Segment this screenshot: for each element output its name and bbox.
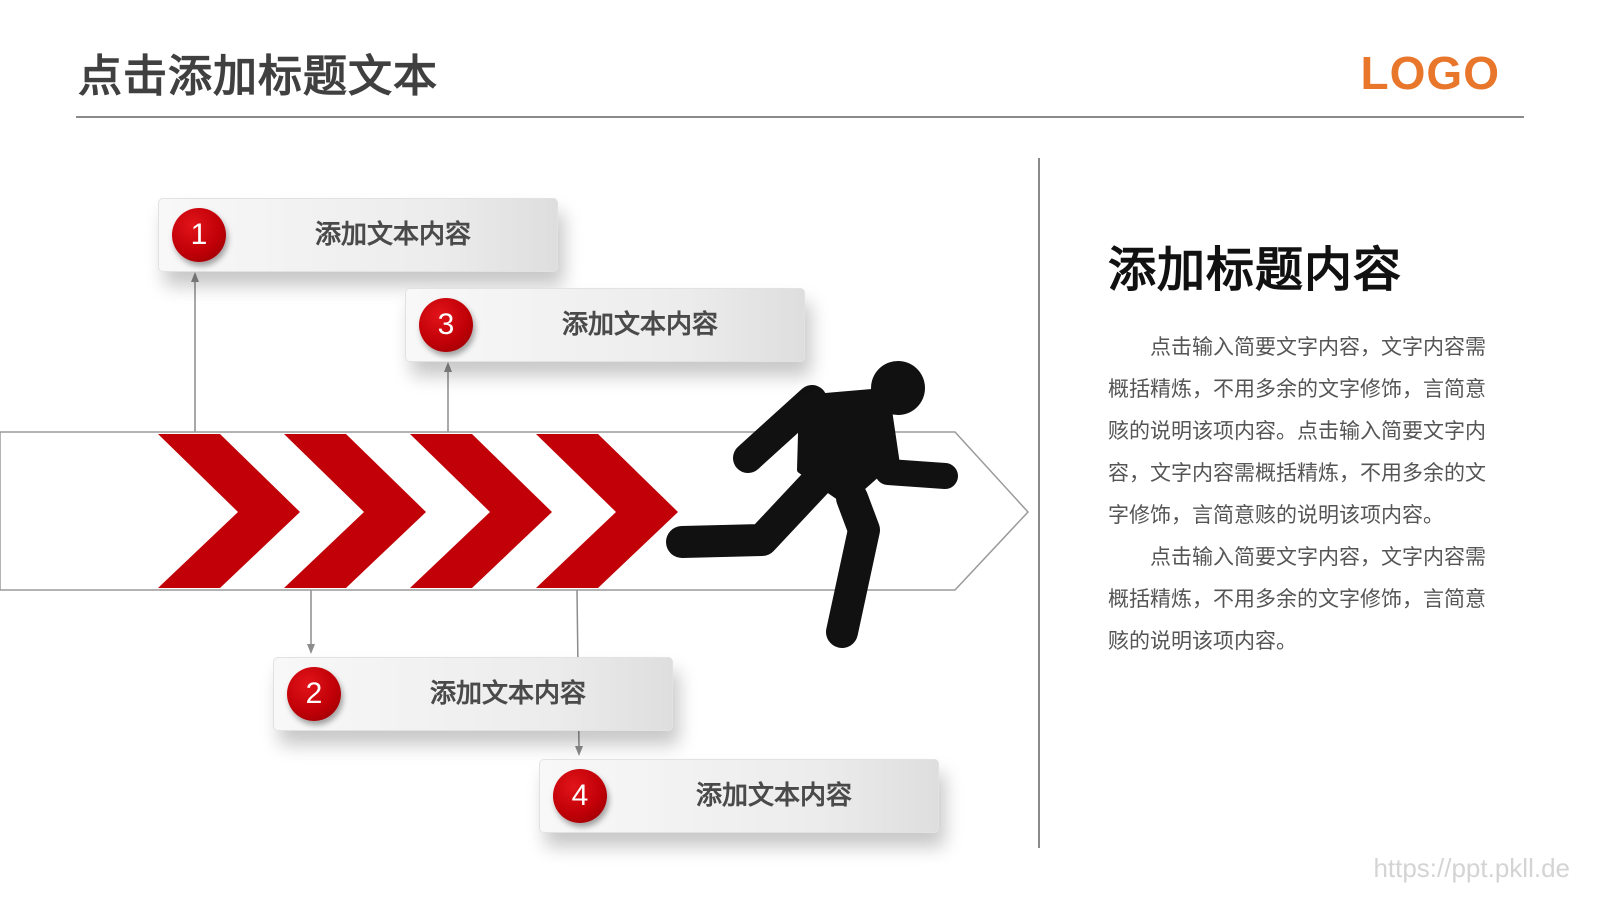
vertical-divider (1038, 158, 1040, 848)
step-label: 添加文本内容 (695, 781, 852, 811)
running-man-rear-arm (733, 385, 827, 473)
running-man-icon (666, 361, 958, 648)
step-number-badge: 2 (287, 667, 341, 721)
chevron-1 (158, 434, 300, 588)
step-card-3: 3 添加文本内容 (405, 288, 805, 362)
chevrons (158, 434, 678, 588)
step-number-badge: 4 (553, 769, 607, 823)
step-label: 添加文本内容 (561, 310, 718, 340)
connector-1-arrowhead (191, 272, 199, 282)
connector-2-arrowhead (307, 644, 315, 654)
step-number-badge: 1 (172, 208, 226, 262)
connector-3-arrowhead (444, 362, 452, 372)
chevron-2 (284, 434, 426, 588)
running-man-rear-leg (666, 460, 838, 558)
side-paragraph-2: 点击输入简要文字内容，文字内容需概括精炼，不用多余的文字修饰，言简意赅的说明该项… (1108, 545, 1486, 653)
side-description: 点击输入简要文字内容，文字内容需概括精炼，不用多余的文字修饰，言简意赅的说明该项… (1108, 326, 1498, 662)
side-paragraph-1: 点击输入简要文字内容，文字内容需概括精炼，不用多余的文字修饰，言简意赅的说明该项… (1108, 335, 1486, 527)
step-number-badge: 3 (419, 298, 473, 352)
step-label: 添加文本内容 (314, 220, 471, 250)
step-card-1: 1 添加文本内容 (158, 198, 558, 272)
progress-diagram (0, 272, 1030, 756)
chevron-3 (410, 434, 552, 588)
step-card-2: 2 添加文本内容 (273, 657, 673, 731)
running-man-front-leg (826, 482, 880, 648)
running-man-front-arm (865, 391, 958, 489)
chevron-4 (536, 434, 678, 588)
step-card-4: 4 添加文本内容 (539, 759, 939, 833)
header-divider (76, 116, 1524, 118)
step-label: 添加文本内容 (429, 679, 586, 709)
watermark: https://ppt.pkll.de (1373, 853, 1570, 883)
page-title: 点击添加标题文本 (78, 51, 438, 102)
side-title: 添加标题内容 (1108, 242, 1403, 298)
logo: LOGO (1360, 47, 1500, 99)
connector-4-arrowhead (575, 746, 583, 756)
